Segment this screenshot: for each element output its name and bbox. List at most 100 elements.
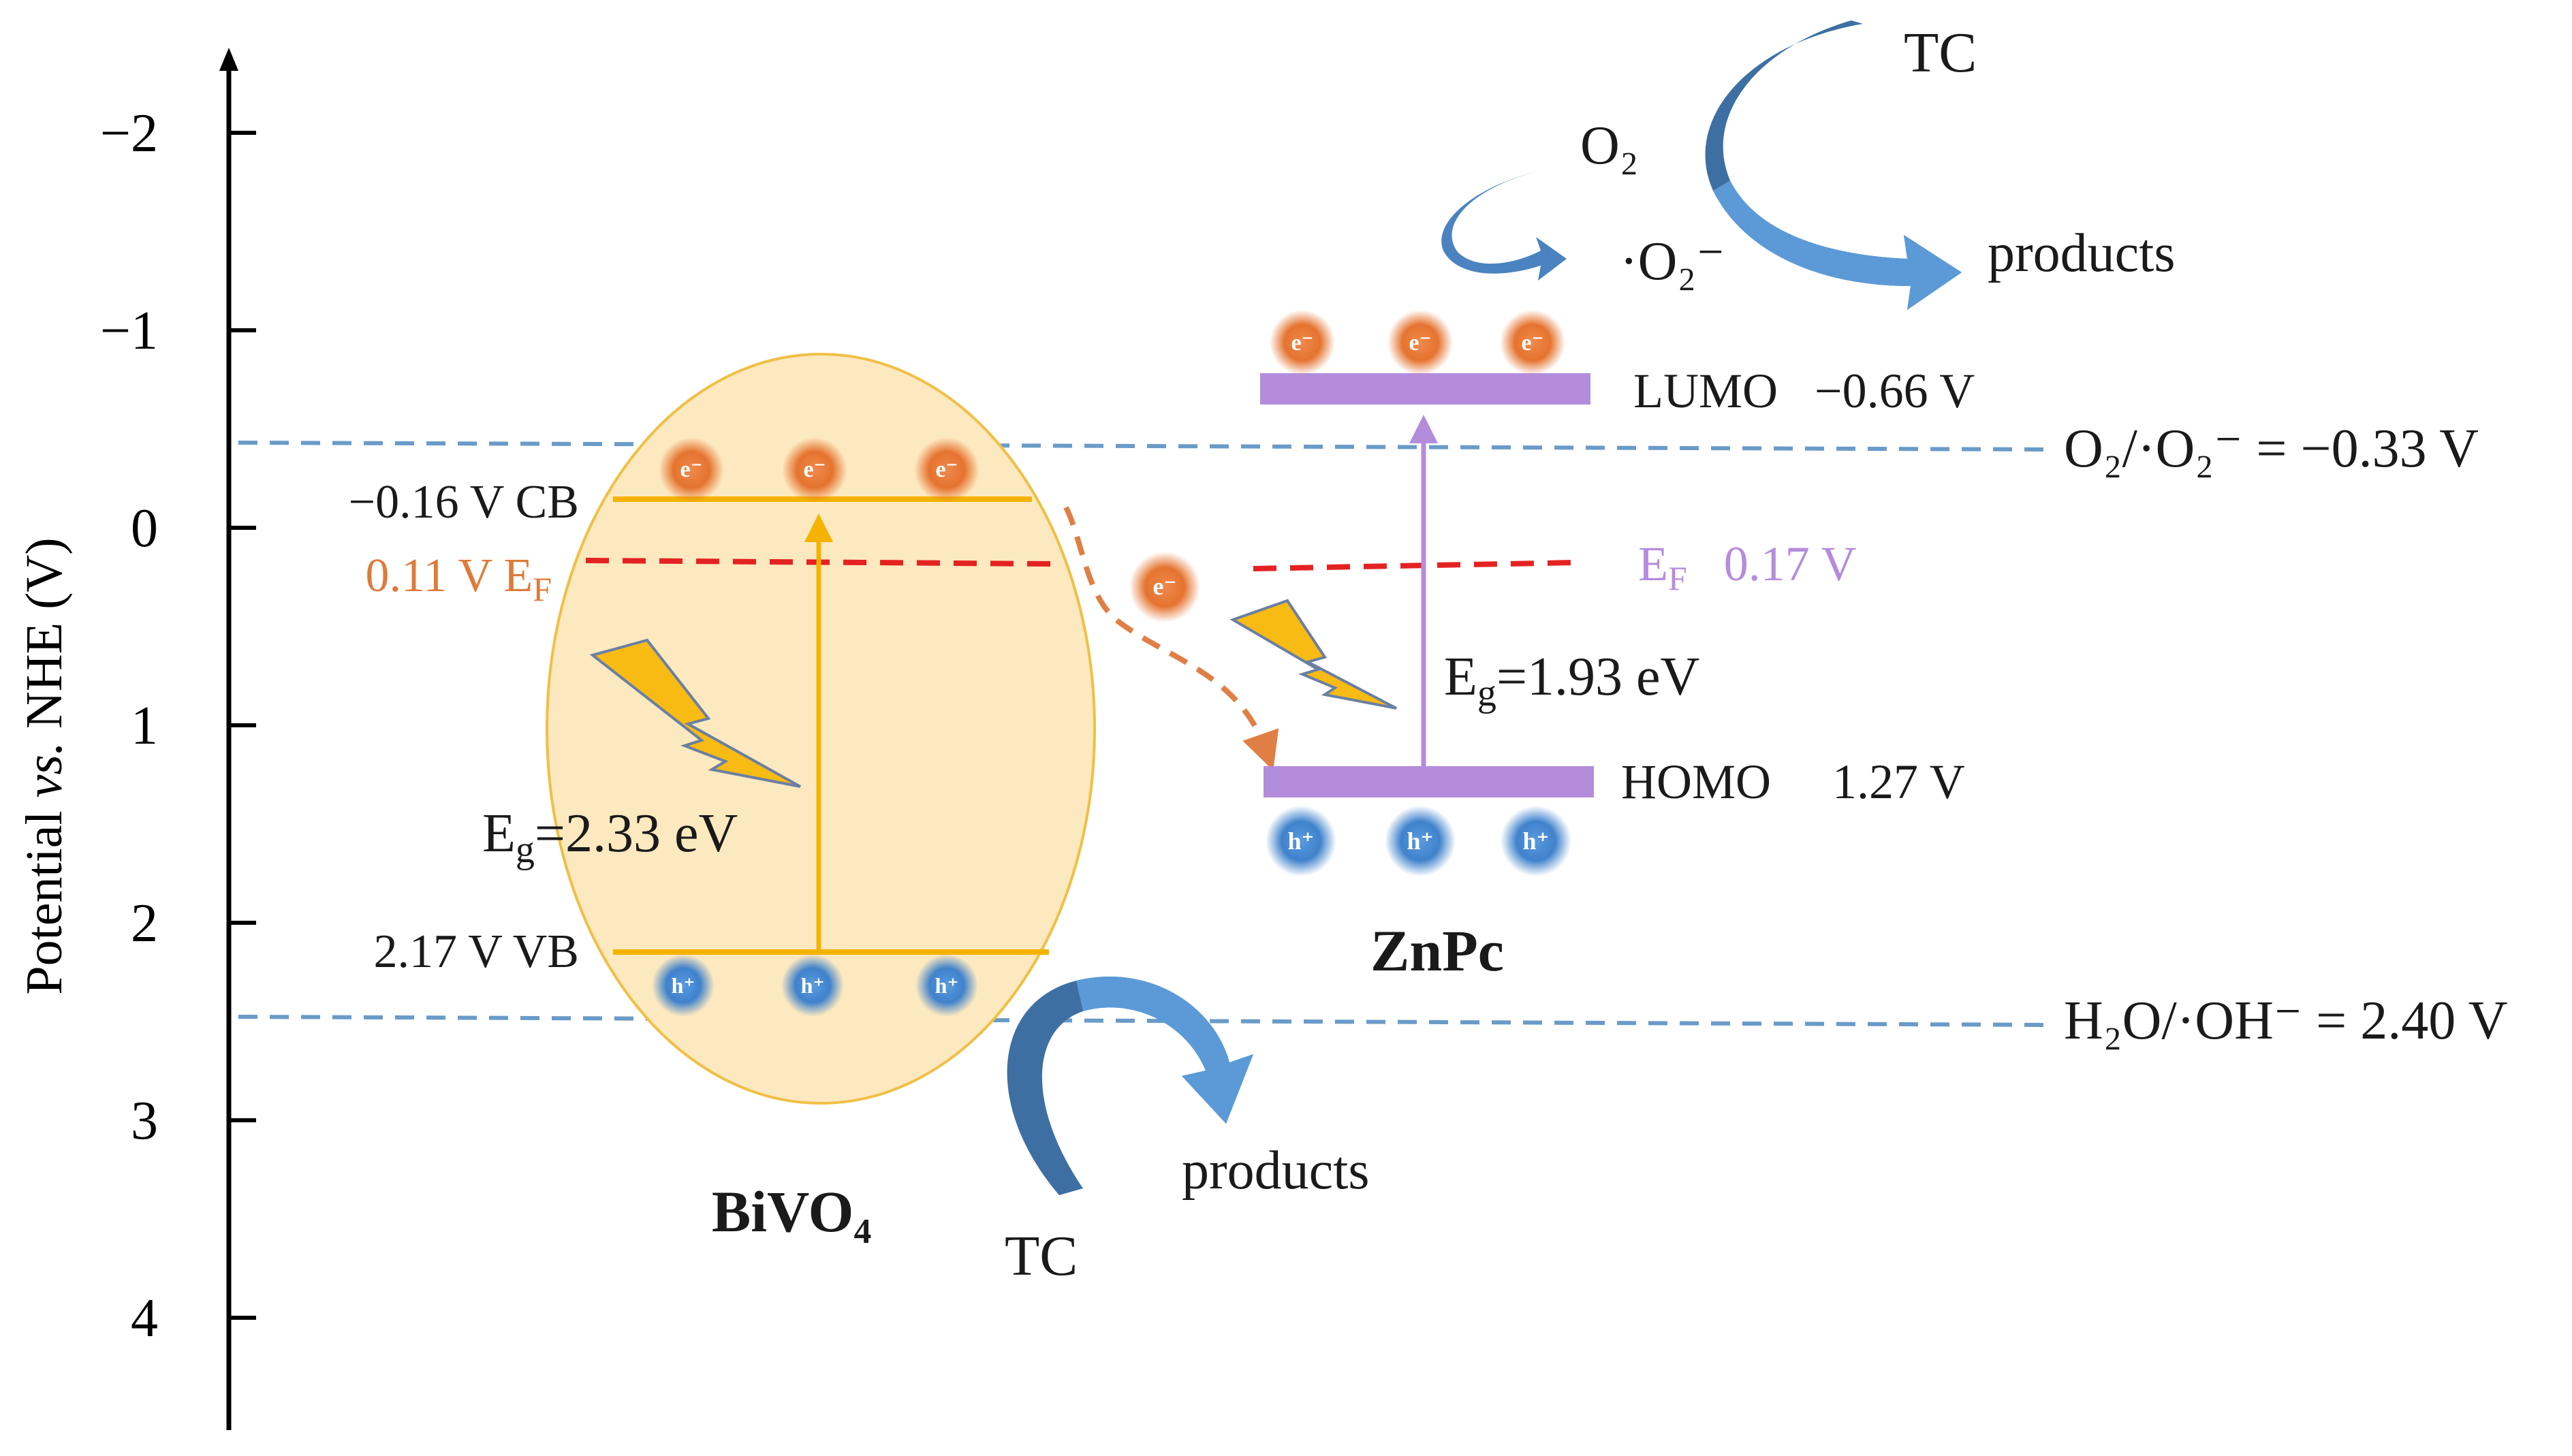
znpc-electron: e⁻ (1270, 310, 1335, 375)
electron-icon (782, 437, 847, 503)
znpc-bandgap-label: Eg=1.93 eV (1444, 647, 1699, 714)
bivo4-electron: e⁻ (782, 437, 847, 503)
znpc-eg-value: =1.93 eV (1496, 647, 1699, 707)
bivo4-ef-text: 0.11 V E (366, 550, 533, 602)
axis-arrowhead (219, 48, 238, 71)
lightning-icon (1229, 599, 1397, 710)
bivo4-ef-label: 0.11 V EF (366, 550, 552, 608)
znpc-homo-level (1264, 766, 1594, 797)
hole-symbol: h⁺ (1287, 827, 1314, 855)
tc-degradation-bottom: products TC (1005, 976, 1370, 1288)
electron-transfer-path (1063, 506, 1279, 771)
znpc-homo-label: HOMO 1.27 V (1621, 755, 1965, 809)
axis-title-italic: vs. (16, 742, 73, 797)
znpc-ef-value: 0.17 V (1687, 537, 1857, 591)
znpc-lumo-level (1260, 373, 1590, 405)
axis-tick-label: 4 (131, 1288, 158, 1348)
superoxide-label: ·O₂⁻ (1620, 232, 1725, 291)
hole-icon (652, 954, 715, 1017)
lightning-icon (589, 638, 801, 788)
znpc-hole: h⁺ (1385, 806, 1456, 876)
axis-title-suffix: NHE (V) (16, 537, 73, 742)
bivo4-bandgap-label: Eg=2.33 eV (482, 804, 738, 871)
axis-tick-label: 3 (131, 1091, 158, 1151)
bivo4-semiconductor: −0.16 V CB 0.11 V EF 2.17 V VB Eg=2.33 e… (349, 353, 1096, 1244)
axis-ticks: −2 −1 0 1 2 3 4 (100, 104, 256, 1348)
znpc-lumo-label: LUMO −0.66 V (1633, 364, 1975, 418)
hole-icon (781, 954, 844, 1017)
potential-axis: −2 −1 0 1 2 3 4 Potential vs. NHE (V) (16, 48, 256, 1430)
bivo4-hole: h⁺ (781, 954, 844, 1017)
znpc-eg-subscript: g (1477, 672, 1496, 714)
hole-icon (915, 954, 978, 1017)
hole-symbol: h⁺ (672, 973, 695, 998)
znpc-hole: h⁺ (1266, 806, 1336, 876)
oxygen-reduction-reaction: O₂ ·O₂⁻ (1441, 116, 1725, 291)
electron-symbol: e⁻ (1291, 330, 1313, 355)
h2o-reference-line (238, 1015, 2051, 1027)
bivo4-hole: h⁺ (915, 954, 978, 1017)
products-bottom-label: products (1182, 1141, 1370, 1201)
products-top-label: products (1988, 223, 2176, 283)
hole-icon (1266, 806, 1336, 876)
znpc-ef-label: EF 0.17 V (1638, 537, 1857, 597)
electron-icon (1129, 552, 1200, 622)
znpc-electron: e⁻ (1500, 310, 1565, 375)
curved-arrow-head-icon (1076, 976, 1253, 1124)
bivo4-eg-subscript: g (516, 829, 535, 871)
electron-symbol: e⁻ (680, 457, 702, 482)
o2-reference-line (238, 441, 2051, 452)
electron-symbol: e⁻ (1521, 330, 1543, 355)
axis-tick-label: 1 (131, 696, 158, 756)
tc-top-label: TC (1904, 21, 1977, 84)
curved-arrow-icon (1441, 167, 1567, 281)
znpc-electron: e⁻ (1387, 310, 1453, 375)
electron-icon (1500, 310, 1565, 375)
bivo4-hole: h⁺ (652, 954, 715, 1017)
electron-symbol: e⁻ (803, 457, 826, 482)
hole-symbol: h⁺ (1407, 827, 1433, 855)
tc-bottom-label: TC (1005, 1224, 1078, 1288)
bivo4-electron: e⁻ (914, 437, 979, 503)
axis-title-prefix: Potential (16, 797, 73, 994)
bivo4-cb-label: −0.16 V CB (349, 476, 579, 528)
o2-label: O₂ (1580, 116, 1639, 176)
znpc-ef-subscript: F (1668, 559, 1687, 597)
znpc-eg-symbol: E (1444, 647, 1477, 707)
axis-tick-label: 0 (131, 498, 158, 558)
electron-symbol: e⁻ (935, 457, 958, 482)
electron-icon (659, 437, 724, 503)
o2-reference-label: O₂/·O₂⁻ = −0.33 V (2064, 419, 2479, 479)
bivo4-vb-label: 2.17 V VB (374, 925, 580, 978)
transfer-electron: e⁻ (1129, 552, 1200, 622)
electron-icon (914, 437, 979, 503)
znpc-name: ZnPc (1370, 918, 1504, 983)
axis-tick-label: 2 (131, 893, 158, 953)
electron-symbol: e⁻ (1409, 330, 1431, 355)
axis-title: Potential vs. NHE (V) (16, 537, 73, 994)
hole-icon (1385, 806, 1456, 876)
znpc-hole: h⁺ (1501, 806, 1571, 876)
hole-icon (1501, 806, 1571, 876)
bivo4-name: BiVO₄ (712, 1179, 871, 1244)
electron-icon (1270, 310, 1335, 375)
bivo4-ef-subscript: F (533, 570, 552, 608)
znpc-fermi-level (1253, 560, 1578, 571)
hole-symbol: h⁺ (1522, 827, 1549, 855)
bivo4-eg-value: =2.33 eV (535, 804, 738, 864)
hole-symbol: h⁺ (801, 973, 825, 998)
bivo4-electron: e⁻ (659, 437, 724, 503)
znpc-molecule: LUMO −0.66 V HOMO 1.27 V EF 0.17 V Eg=1.… (1253, 310, 1975, 983)
bivo4-eg-symbol: E (482, 804, 516, 864)
h2o-reference-label: H₂O/·OH⁻ = 2.40 V (2064, 991, 2508, 1051)
znpc-ef-symbol: E (1638, 537, 1668, 591)
axis-tick-label: −1 (100, 301, 158, 361)
tc-degradation-top: TC products (1705, 20, 2176, 310)
electron-icon (1387, 310, 1453, 375)
hole-symbol: h⁺ (935, 973, 959, 998)
curved-arrow-head-icon (1713, 180, 1962, 310)
axis-tick-label: −2 (100, 104, 158, 163)
electron-symbol: e⁻ (1153, 573, 1177, 600)
